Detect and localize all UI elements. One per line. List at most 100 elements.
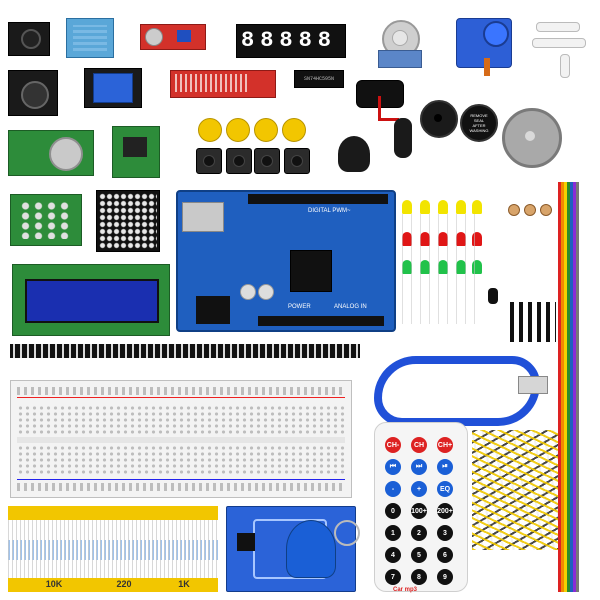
- relay-module: [84, 68, 142, 108]
- remote-button[interactable]: CH: [411, 437, 427, 453]
- breadboard-holes-top: [17, 405, 345, 435]
- photoresistor: [540, 204, 552, 216]
- led-dots: [99, 193, 157, 249]
- remote-button[interactable]: EQ: [437, 481, 453, 497]
- relay-box: [93, 73, 133, 103]
- ic-chip: SN74HC595N: [294, 70, 344, 88]
- potentiometer: [177, 30, 191, 42]
- sensor-traces: [175, 74, 249, 92]
- ir-receiver-module: [8, 22, 50, 56]
- resistor-tag-220: 220: [116, 579, 132, 589]
- button-cap: [254, 118, 278, 142]
- power-jack: [196, 296, 230, 324]
- arduino-board: DIGITAL PWM~ POWER ANALOG IN: [176, 190, 396, 332]
- tactile-switch: [196, 148, 222, 174]
- microcontroller: [290, 250, 332, 292]
- tactile-switch: [226, 148, 252, 174]
- remote-button[interactable]: 9: [437, 569, 453, 585]
- digital-header: [248, 194, 388, 204]
- remote-button[interactable]: 8: [411, 569, 427, 585]
- remote-button[interactable]: CH-: [385, 437, 401, 453]
- sound-sensor-module: [140, 24, 206, 50]
- digital-label: DIGITAL PWM~: [308, 208, 351, 214]
- remote-button[interactable]: 6: [437, 547, 453, 563]
- ir-remote: CH- CH CH+ ⏮ ⏭ ⏯ - + EQ 0 100+ 200+ 1 2 …: [374, 422, 468, 593]
- remote-button[interactable]: ⏯: [437, 459, 453, 475]
- resistor-label-bar: [8, 578, 218, 592]
- remote-button[interactable]: ⏮: [385, 459, 401, 475]
- buzzer-sticker: REMOVE SEAL AFTER WASHING: [460, 104, 498, 142]
- power-label: POWER: [288, 304, 311, 310]
- servo-gear: [483, 21, 509, 47]
- remote-button[interactable]: 4: [385, 547, 401, 563]
- usb-port: [182, 202, 224, 232]
- joystick-module: [8, 70, 58, 116]
- rfid-keyfob: [286, 520, 336, 578]
- remote-button[interactable]: CH+: [437, 437, 453, 453]
- battery-clip-red-wire: [378, 96, 399, 121]
- servo-horn: [532, 38, 586, 48]
- servo-horn-set: [530, 20, 590, 78]
- seven-segment-display: 88888: [236, 24, 346, 58]
- capacitor: [240, 284, 256, 300]
- breadboard-holes-bottom: [17, 445, 345, 475]
- potentiometer-shaft: [392, 30, 408, 46]
- water-level-sensor: [170, 70, 276, 98]
- stepper-motor: [502, 108, 562, 168]
- joystick-thumbstick: [338, 136, 370, 172]
- servo-horn: [560, 54, 570, 78]
- remote-button[interactable]: +: [411, 481, 427, 497]
- breadboard-center-gap: [17, 437, 345, 443]
- led-yellow: [438, 200, 448, 214]
- analog-label: ANALOG IN: [334, 304, 367, 310]
- button-cap: [282, 118, 306, 142]
- sticker-line-4: WASHING: [469, 128, 489, 133]
- rail-top: [17, 387, 345, 395]
- capacitor: [258, 284, 274, 300]
- remote-button[interactable]: 2: [411, 525, 427, 541]
- jumper-wires: [472, 430, 558, 550]
- remote-button[interactable]: 3: [437, 525, 453, 541]
- remote-button[interactable]: 200+: [437, 503, 453, 519]
- sensor-grid: [73, 25, 107, 51]
- photoresistor: [508, 204, 520, 216]
- power-barrel-jack: [394, 118, 412, 158]
- microphone: [145, 28, 163, 46]
- pin-headers: [510, 302, 556, 342]
- servo-wire: [484, 58, 490, 76]
- rail-bottom: [17, 483, 345, 491]
- lcd-screen: [25, 279, 159, 323]
- remote-button[interactable]: 1: [385, 525, 401, 541]
- header-pins: [10, 344, 360, 358]
- photoresistor: [524, 204, 536, 216]
- stepper-shaft: [525, 131, 535, 141]
- buzzer: [420, 100, 458, 138]
- usb-cable: [374, 356, 540, 426]
- remote-button[interactable]: 5: [411, 547, 427, 563]
- rail-red-line: [17, 397, 345, 398]
- remote-button[interactable]: ⏭: [411, 459, 427, 475]
- resistor-leads: [8, 520, 218, 578]
- remote-button[interactable]: 100+: [411, 503, 427, 519]
- resistor-tag-1k: 1K: [178, 579, 190, 589]
- sticker-line-1: REMOVE: [470, 113, 488, 118]
- stepper-driver-module: [112, 126, 160, 178]
- servo-horn: [536, 22, 580, 32]
- keypad-grid: [19, 201, 73, 239]
- buzzer-hole: [434, 114, 442, 122]
- rfid-keyring: [334, 520, 360, 546]
- led-yellow: [420, 200, 430, 214]
- resistor-strip: [8, 506, 218, 520]
- dht11-module: [66, 18, 114, 58]
- sticker-line-2: SEAL: [473, 118, 485, 123]
- ribbon-wires: [558, 182, 582, 592]
- sticker-line-3: AFTER: [472, 123, 486, 128]
- remote-button[interactable]: 0: [385, 503, 401, 519]
- remote-button[interactable]: 7: [385, 569, 401, 585]
- remote-button[interactable]: -: [385, 481, 401, 497]
- led-yellow: [472, 200, 482, 214]
- led-leads: [402, 214, 482, 324]
- coin-battery: [49, 137, 83, 171]
- usb-connector: [518, 376, 548, 394]
- seven-segment-digits: 88888: [241, 28, 338, 54]
